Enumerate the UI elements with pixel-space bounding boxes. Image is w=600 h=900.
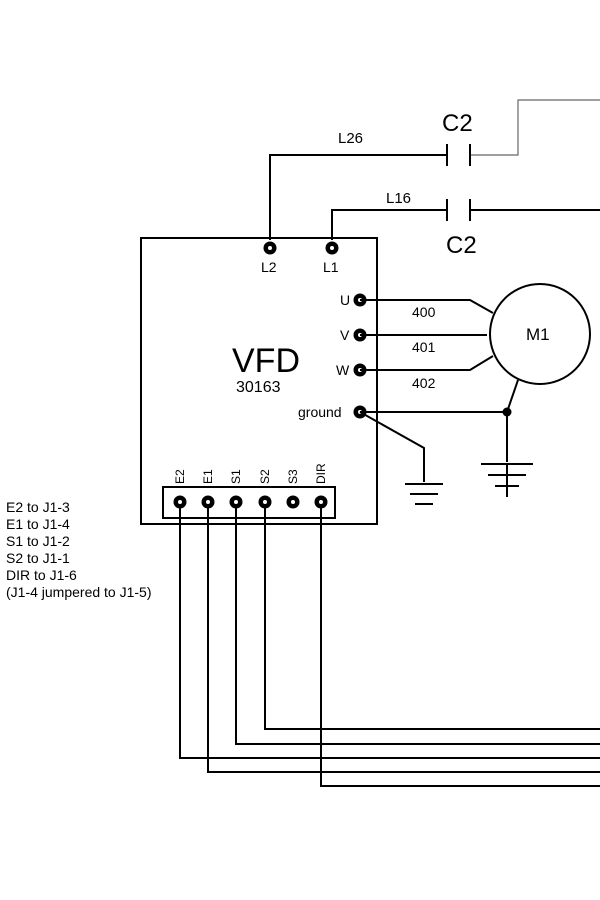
wire-label-l16: L16 [386, 190, 411, 207]
strip-terminal-s2 [258, 495, 272, 509]
note-line: E1 to J1-4 [6, 516, 70, 532]
wire-label-400: 400 [412, 304, 436, 320]
strip-terminal-e1 [201, 495, 215, 509]
wire-e2 [179, 502, 600, 759]
terminal-l1 [325, 241, 339, 255]
terminal-label-w: W [336, 362, 350, 378]
wire-dir [320, 502, 600, 787]
wire-e1 [207, 502, 600, 773]
strip-label-dir: DIR [314, 463, 328, 484]
contact-label-c2-upper: C2 [442, 110, 473, 137]
terminal-label-ground: ground [298, 404, 342, 420]
ground-symbol-left [405, 483, 443, 505]
wire-l26 [269, 154, 447, 240]
terminal-label-u: U [340, 292, 350, 308]
wire-label-401: 401 [412, 339, 436, 355]
wire-s1 [235, 502, 600, 745]
note-line: S1 to J1-2 [6, 533, 70, 549]
upper-right-line [470, 99, 600, 156]
wire-402 [360, 355, 494, 371]
wire-s2 [264, 502, 600, 730]
contact-c2-upper [446, 144, 471, 166]
terminal-label-l1: L1 [323, 259, 339, 275]
motor-m1 [489, 283, 591, 385]
contact-c2-lower [446, 199, 600, 221]
vfd-box [140, 237, 378, 525]
strip-labels: E2 E1 S1 S2 S3 DIR [173, 463, 328, 484]
strip-label-s2: S2 [258, 469, 272, 484]
wiring-notes: E2 to J1-3 E1 to J1-4 S1 to J1-2 S2 to J… [6, 499, 152, 600]
strip-terminal-s3 [286, 495, 300, 509]
strip-terminals [173, 495, 328, 509]
motor-label: M1 [526, 325, 550, 344]
note-line: S2 to J1-1 [6, 550, 70, 566]
wire-l16 [331, 209, 447, 240]
strip-label-s3: S3 [286, 469, 300, 484]
note-line: E2 to J1-3 [6, 499, 70, 515]
vfd-title: VFD [232, 342, 300, 380]
terminal-l2 [263, 241, 277, 255]
strip-terminal-dir [314, 495, 328, 509]
contact-label-c2-lower: C2 [446, 232, 477, 259]
terminal-label-v: V [340, 327, 350, 343]
wire-label-402: 402 [412, 375, 436, 391]
strip-label-e2: E2 [173, 469, 187, 484]
motor-ground-link [506, 379, 519, 413]
strip-terminal-e2 [173, 495, 187, 509]
note-line: (J1-4 jumpered to J1-5) [6, 584, 152, 600]
terminal-strip [162, 486, 336, 519]
strip-label-e1: E1 [201, 469, 215, 484]
ground-drop-left [359, 411, 425, 482]
ground-symbol-right [481, 463, 533, 497]
vfd-model: 30163 [236, 379, 281, 396]
strip-terminal-s1 [229, 495, 243, 509]
terminal-label-l2: L2 [261, 259, 277, 275]
wire-label-l26: L26 [338, 130, 363, 147]
wire-400 [360, 299, 494, 314]
strip-label-s1: S1 [229, 469, 243, 484]
note-line: DIR to J1-6 [6, 567, 77, 583]
